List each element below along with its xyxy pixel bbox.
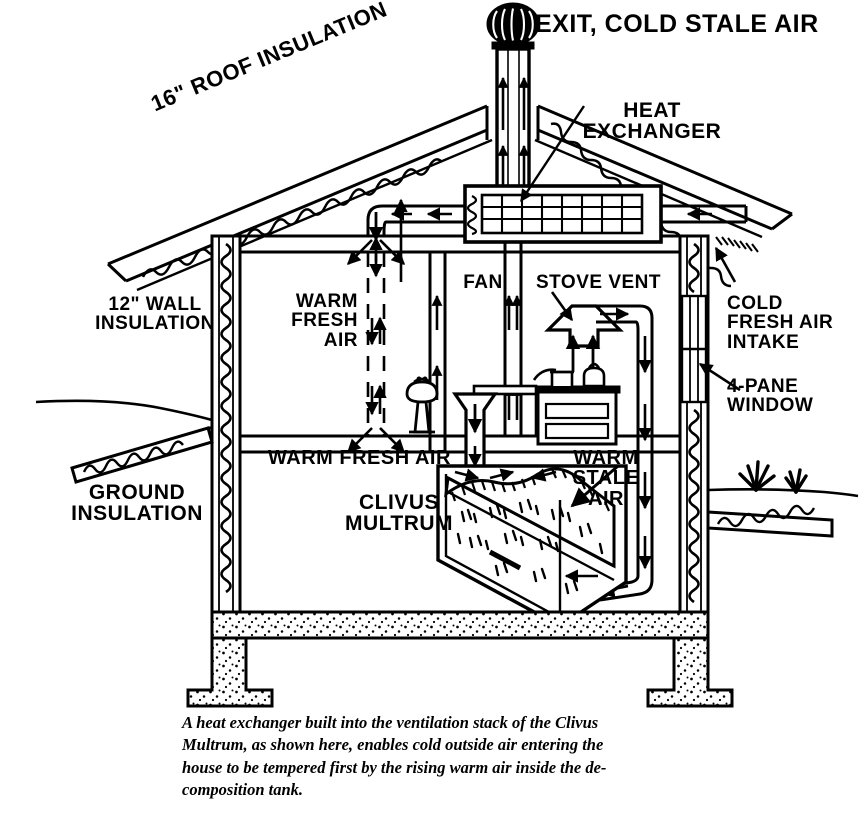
window-leader bbox=[698, 362, 741, 392]
caption-line-1: A heat exchanger built into the ventilat… bbox=[182, 713, 599, 732]
ventilation-stack bbox=[495, 47, 531, 201]
fan-duct bbox=[428, 252, 447, 452]
caption-line-4: composition tank. bbox=[182, 780, 304, 800]
label-heat-exchanger: HEAT EXCHANGER bbox=[582, 99, 722, 144]
label-ground-insulation: GROUND INSULATION bbox=[71, 481, 203, 526]
warm-fresh-air-duct bbox=[347, 236, 405, 453]
ground-line-left bbox=[35, 399, 214, 484]
turbine-vent-cap-icon bbox=[486, 2, 540, 50]
toilet-chute-icon bbox=[451, 392, 499, 472]
heat-exchanger-grid-icon bbox=[463, 184, 663, 244]
label-warm-stale-air: WARM STALE AIR bbox=[572, 447, 640, 510]
stove-vent-hood-icon bbox=[544, 291, 624, 372]
label-warm-fresh-air-horizontal: WARM FRESH AIR bbox=[268, 447, 451, 469]
label-warm-fresh-air-vertical: WARM FRESH AIR bbox=[291, 291, 358, 351]
stove-icon bbox=[472, 362, 621, 446]
caption-line-3: house to be tempered first by the rising… bbox=[182, 757, 607, 777]
grass-tuft-icon bbox=[738, 460, 808, 494]
interior-details bbox=[238, 252, 682, 612]
heat-exchanger-leader bbox=[519, 105, 586, 203]
label-clivus-multrum: CLIVUS MULTRUM bbox=[344, 491, 454, 536]
label-exit-cold-stale-air: EXIT, COLD STALE AIR bbox=[535, 10, 819, 38]
caption-line-2: Multrum, as shown here, enables cold out… bbox=[182, 735, 604, 755]
ground-line-right bbox=[706, 460, 859, 538]
four-pane-window-icon bbox=[680, 294, 708, 404]
figure-caption: A heat exchanger built into the ventilat… bbox=[182, 712, 682, 802]
cold-fresh-air-intake-leader bbox=[714, 246, 737, 283]
label-fan: FAN bbox=[463, 272, 503, 293]
clivus-multrum-tank bbox=[436, 464, 628, 628]
label-4-pane-window: 4-PANE WINDOW bbox=[727, 376, 814, 417]
pedestal-sink-icon bbox=[405, 376, 439, 434]
label-wall-insulation: 12" WALL INSULATION bbox=[95, 294, 215, 335]
label-cold-fresh-air-intake: COLD FRESH AIR INTAKE bbox=[727, 293, 834, 353]
left-wall bbox=[210, 234, 242, 614]
label-stove-vent: STOVE VENT bbox=[536, 272, 662, 293]
stack-interior bbox=[503, 242, 523, 436]
roof-assembly bbox=[106, 104, 793, 292]
concrete-foundation-icon bbox=[186, 610, 734, 708]
right-wall bbox=[678, 234, 710, 614]
